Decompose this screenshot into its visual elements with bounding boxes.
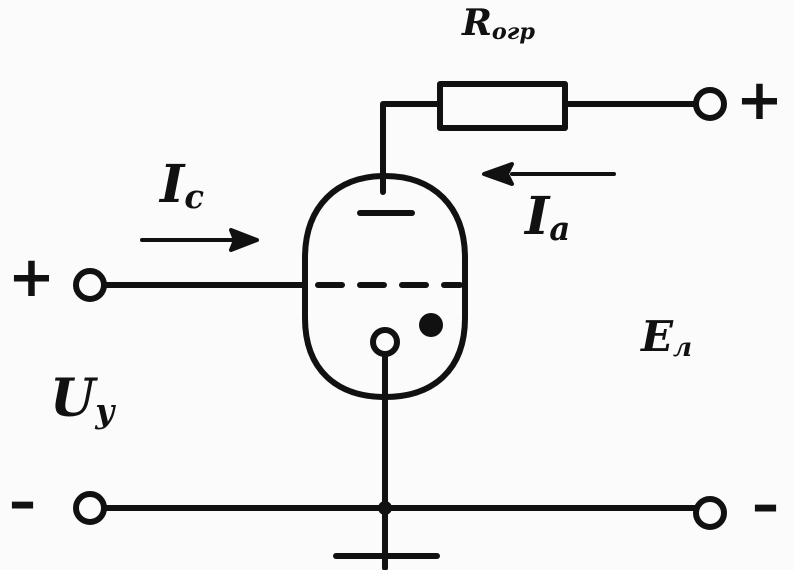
left-input-terminal bbox=[73, 268, 107, 302]
supply-voltage-label-main: E bbox=[641, 312, 674, 361]
bottom-left-minus-sign: – bbox=[9, 470, 36, 533]
control-voltage-label-subscript: y bbox=[95, 392, 115, 431]
vacuum-tube-envelope bbox=[302, 173, 468, 400]
grid-current-arrow-icon bbox=[229, 228, 259, 252]
bottom-right-minus-sign: – bbox=[752, 473, 779, 536]
grid-current-label-subscript: c bbox=[184, 178, 204, 217]
bottom-left-terminal bbox=[73, 491, 107, 525]
anode-current-label-subscript: a bbox=[549, 210, 571, 249]
resistor-r-ogr bbox=[437, 81, 568, 131]
top-right-plus-sign: + bbox=[736, 68, 783, 133]
anode-wire bbox=[380, 101, 443, 195]
anode-current-label-main: I bbox=[525, 186, 550, 247]
supply-voltage-label-subscript: л bbox=[673, 333, 693, 364]
cathode-node bbox=[370, 327, 400, 357]
gas-filled-dot-icon bbox=[419, 313, 443, 337]
anode-current-label: Ia bbox=[525, 191, 570, 246]
resistor-label-subscript: огр bbox=[491, 19, 535, 46]
junction-dot-icon bbox=[378, 501, 392, 515]
control-voltage-label: Uy bbox=[50, 373, 114, 428]
anode-current-arrow-icon bbox=[482, 162, 514, 186]
resistor-label-main: R bbox=[462, 2, 492, 44]
bottom-right-terminal bbox=[693, 496, 727, 530]
grid-current-label: Ic bbox=[160, 159, 204, 214]
supply-voltage-label: Eл bbox=[641, 316, 692, 362]
top-right-terminal bbox=[693, 87, 727, 121]
grid-current-label-main: I bbox=[160, 154, 185, 215]
left-plus-sign: + bbox=[8, 245, 55, 310]
resistor-label: Rогр bbox=[462, 2, 535, 44]
control-voltage-label-main: U bbox=[50, 368, 96, 429]
